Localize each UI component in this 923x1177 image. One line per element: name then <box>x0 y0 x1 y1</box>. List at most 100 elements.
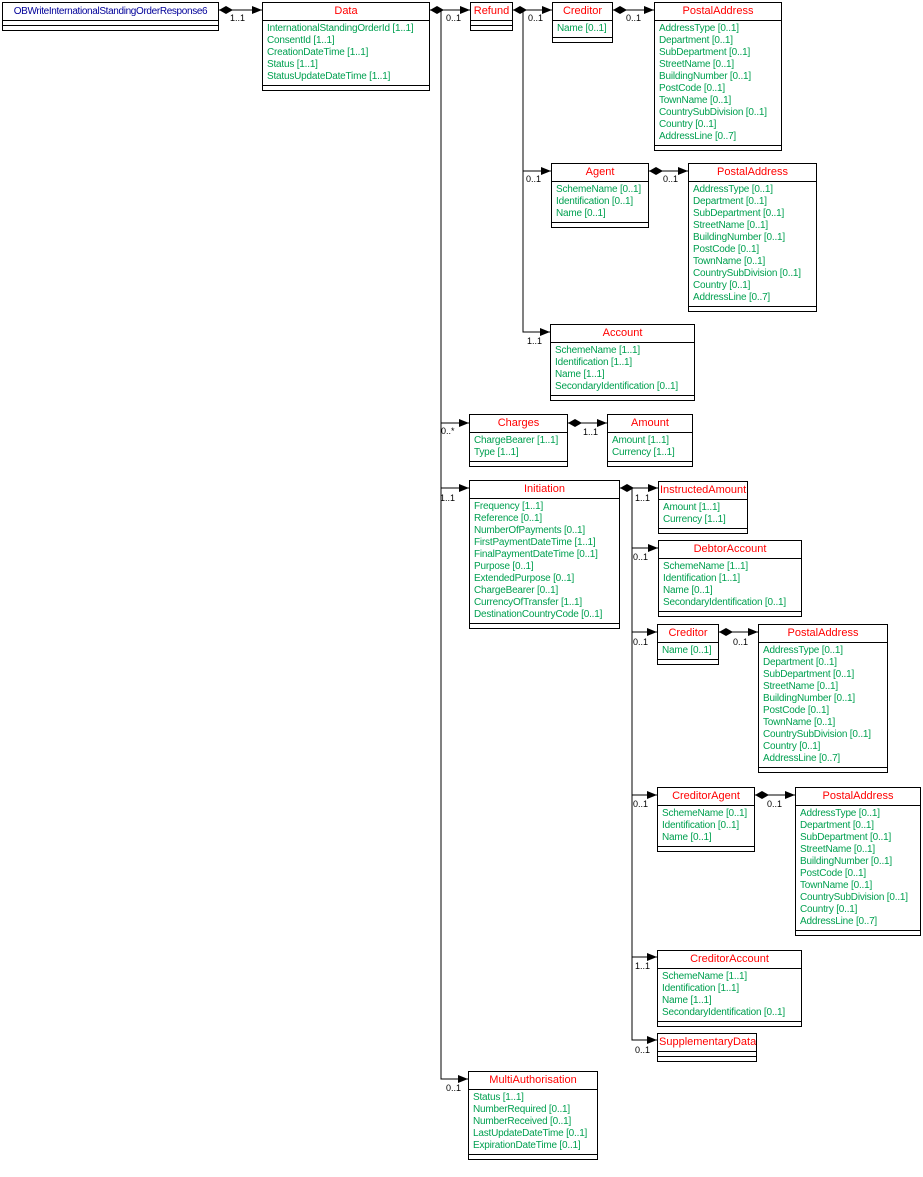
arrowhead-icon <box>460 6 470 14</box>
operations-compartment <box>689 306 816 311</box>
class-attribute: CountrySubDivision [0..1] <box>693 268 801 279</box>
arrowhead-icon <box>458 1075 468 1083</box>
class-attribute: AddressType [0..1] <box>693 184 773 195</box>
arrowhead-icon <box>648 544 658 552</box>
class-attribute: Currency [1..1] <box>612 447 675 458</box>
class-attribute: FinalPaymentDateTime [0..1] <box>474 549 598 560</box>
class-box-refund[interactable]: Refund <box>470 2 513 31</box>
class-attribute: CurrencyOfTransfer [1..1] <box>474 597 582 608</box>
class-attribute: Department [0..1] <box>659 35 733 46</box>
class-attribute: Country [0..1] <box>659 119 717 130</box>
class-title: OBWriteInternationalStandingOrderRespons… <box>13 6 208 17</box>
class-attribute: SchemeName [1..1] <box>663 561 748 572</box>
class-attribute: TownName [0..1] <box>800 880 873 891</box>
class-attribute: Identification [1..1] <box>663 573 740 584</box>
multiplicity-label: 0..1 <box>633 552 649 562</box>
arrowhead-icon <box>678 167 688 175</box>
class-attribute: Country [0..1] <box>800 904 858 915</box>
class-attribute: AddressLine [0..7] <box>659 131 737 142</box>
attributes-compartment: SchemeName [1..1]Identification [1..1]Na… <box>659 558 801 611</box>
operations-compartment <box>551 395 694 400</box>
class-attribute: Name [1..1] <box>555 369 605 380</box>
arrowhead-icon <box>459 419 469 427</box>
operations-compartment <box>796 930 920 935</box>
class-attribute: ChargeBearer [1..1] <box>474 435 559 446</box>
class-attribute: PostCode [0..1] <box>659 83 725 94</box>
aggregation-diamond-icon <box>219 6 233 14</box>
attributes-compartment: Name [0..1] <box>658 642 718 659</box>
attributes-compartment: AddressType [0..1]Department [0..1]SubDe… <box>759 642 887 767</box>
class-attribute: AddressLine [0..7] <box>693 292 771 303</box>
arrowhead-icon <box>644 6 654 14</box>
class-attribute: TownName [0..1] <box>763 717 836 728</box>
class-attribute: BuildingNumber [0..1] <box>763 693 855 704</box>
class-title: CreditorAccount <box>690 953 769 965</box>
operations-compartment <box>655 145 781 150</box>
multiplicity-label: 0..1 <box>733 637 749 647</box>
arrowhead-icon <box>647 953 657 961</box>
multiplicity-label: 0..1 <box>528 13 544 23</box>
class-attribute: SchemeName [0..1] <box>556 184 641 195</box>
class-attribute: Name [0..1] <box>556 208 606 219</box>
aggregation-diamond-icon <box>649 167 663 175</box>
aggregation-diamond-icon <box>513 6 527 14</box>
operations-compartment <box>470 461 567 466</box>
arrowhead-icon <box>647 1036 657 1044</box>
connector-data-to-charges <box>440 10 469 424</box>
class-attribute: PostCode [0..1] <box>800 868 866 879</box>
arrowhead-icon <box>459 484 469 492</box>
class-box-supplementary-data[interactable]: SupplementaryData <box>657 1033 757 1062</box>
operations-compartment <box>608 461 692 466</box>
class-attribute: ConsentId [1..1] <box>267 35 335 46</box>
class-box-root[interactable]: OBWriteInternationalStandingOrderRespons… <box>2 2 219 31</box>
attributes-compartment: Amount [1..1]Currency [1..1] <box>608 432 692 461</box>
class-attribute: SchemeName [0..1] <box>662 808 747 819</box>
class-attribute: BuildingNumber [0..1] <box>659 71 751 82</box>
class-attribute: Amount [1..1] <box>663 502 720 513</box>
attributes-compartment: SchemeName [1..1]Identification [1..1]Na… <box>658 968 801 1021</box>
class-attribute: AddressLine [0..7] <box>763 753 841 764</box>
multiplicity-label: 1..1 <box>527 336 543 346</box>
multiplicity-label: 0..1 <box>663 174 679 184</box>
operations-compartment <box>759 767 887 772</box>
class-title: Data <box>334 5 358 17</box>
class-attribute: InternationalStandingOrderId [1..1] <box>267 23 414 34</box>
multiplicity-label: 1..1 <box>635 961 651 971</box>
attributes-compartment: SchemeName [0..1]Identification [0..1]Na… <box>552 181 648 222</box>
class-attribute: Department [0..1] <box>800 820 874 831</box>
class-title: SupplementaryData <box>659 1036 756 1048</box>
class-attribute: SecondaryIdentification [0..1] <box>663 597 786 608</box>
class-attribute: StreetName [0..1] <box>659 59 734 70</box>
class-attribute: Name [0..1] <box>662 645 712 656</box>
class-attribute: Department [0..1] <box>693 196 767 207</box>
arrowhead-icon <box>648 484 658 492</box>
class-title: CreditorAgent <box>672 790 740 802</box>
class-title: Account <box>602 327 643 339</box>
class-attribute: StreetName [0..1] <box>800 844 875 855</box>
class-attribute: Status [1..1] <box>473 1092 524 1103</box>
connector-refund-to-agent <box>522 10 551 172</box>
class-attribute: Department [0..1] <box>763 657 837 668</box>
operations-compartment <box>658 846 754 851</box>
attributes-compartment: AddressType [0..1]Department [0..1]SubDe… <box>655 20 781 145</box>
multiplicity-label: 0..1 <box>626 13 642 23</box>
class-attribute: StreetName [0..1] <box>763 681 838 692</box>
